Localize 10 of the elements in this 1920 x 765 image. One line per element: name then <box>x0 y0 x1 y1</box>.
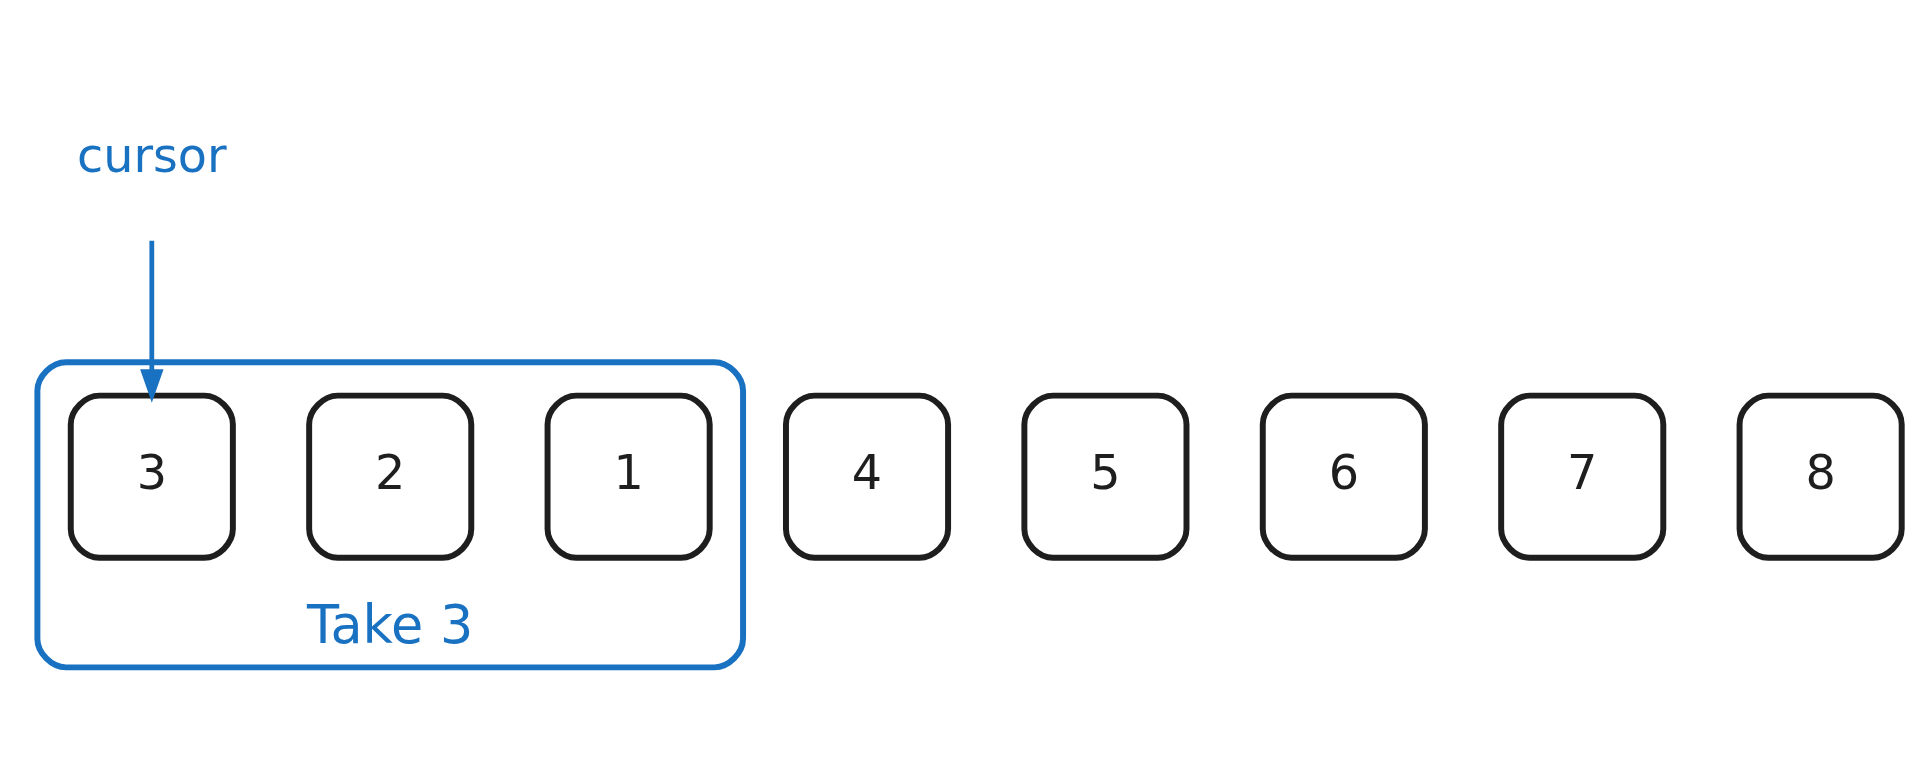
node-box: 2 <box>306 392 475 561</box>
node-box: 6 <box>1259 392 1428 561</box>
node-box: 1 <box>544 392 713 561</box>
node-box: 7 <box>1498 392 1667 561</box>
arrow <box>140 240 164 403</box>
node-text: cursor <box>76 127 227 183</box>
node-box: 5 <box>1021 392 1190 561</box>
node-box: 3 <box>67 392 236 561</box>
node-box: 4 <box>783 392 952 561</box>
node-box: 8 <box>1736 392 1905 561</box>
